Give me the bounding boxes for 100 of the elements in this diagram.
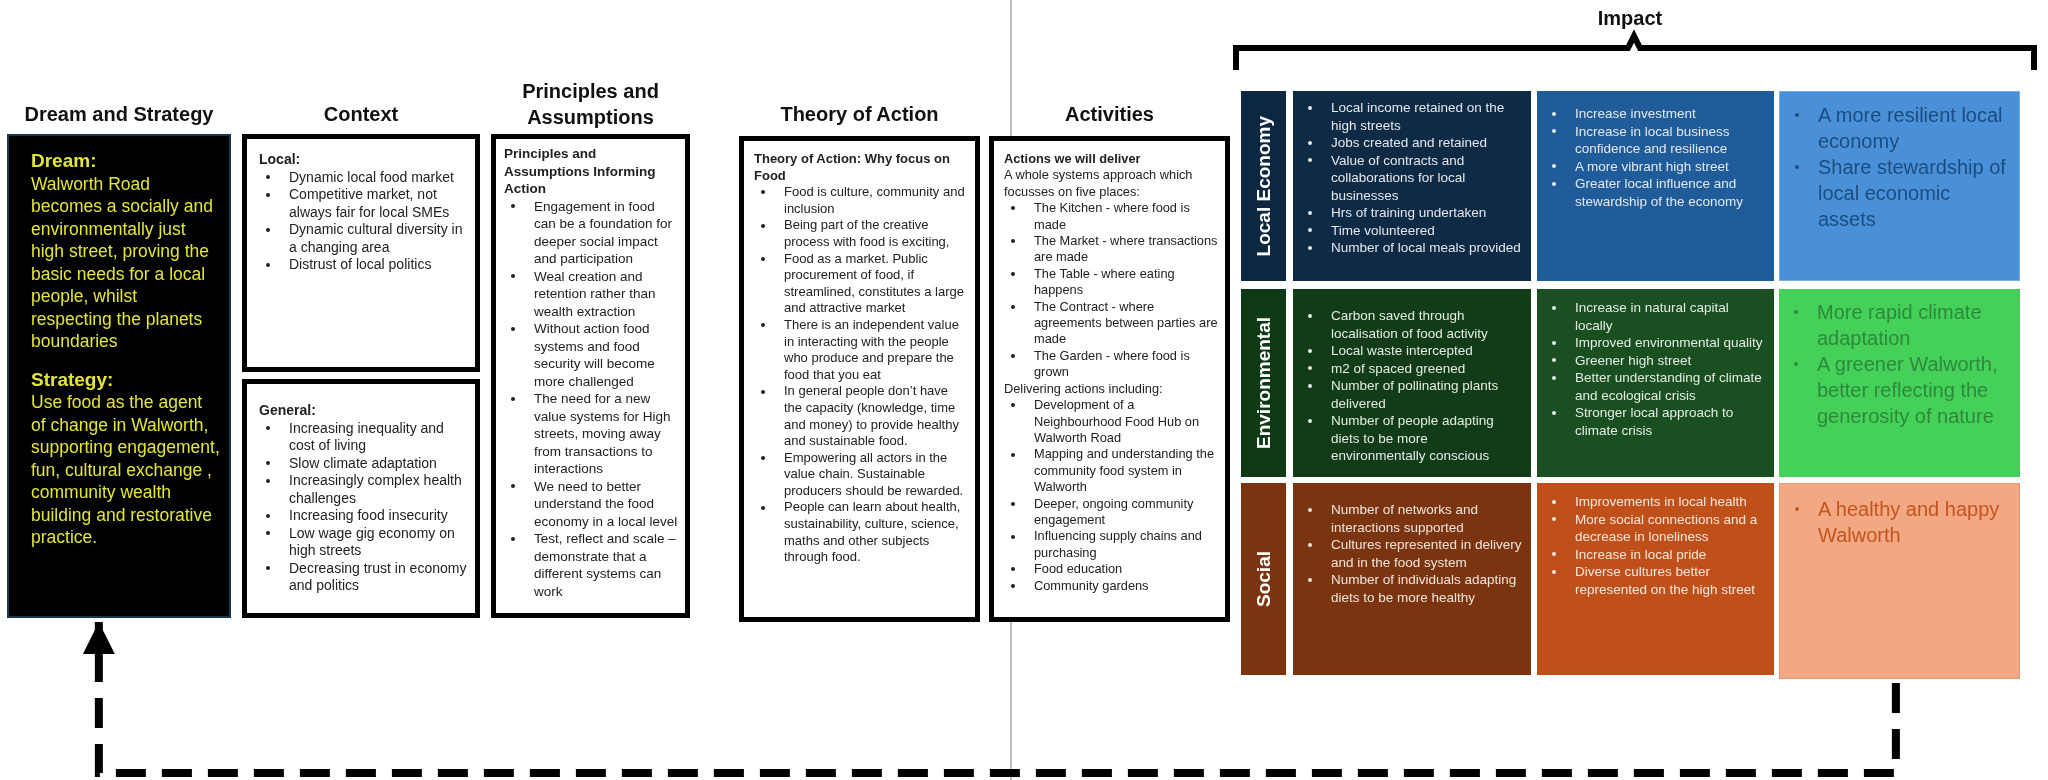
impact-cell [1293,289,1531,477]
text-box [989,136,1230,622]
bullet-item: A greener Walworth, better reflecting the generosity of nature [1817,353,1998,427]
bullet-item: Increasing food insecurity [289,507,448,523]
bullet-item: Increase investment [1575,106,1696,121]
bullet-item: People can learn about health, sustainability, culture, science, maths and other subjects through food. [784,499,961,565]
bullet-item: Dynamic cultural diversity in a changing area [289,221,463,255]
bullet-item: Influencing supply chains and purchasing [1034,528,1202,560]
bullet-item: The need for a new value systems for High streets, moving away from transactions to interactions [534,391,671,476]
bullet-item: Food education [1034,561,1123,577]
outcome-cell [1779,289,2020,477]
bullet-item: Weal creation and retention rather than wealth extraction [534,268,656,319]
bullet-item: A more resilient local economy [1818,104,2003,152]
dream-strategy-panel [7,134,231,618]
bullet-item: The Table - where eating happens [1034,265,1175,298]
bullet-item: Number of pollinating plants delivered [1331,378,1499,411]
bullet-item: Food as a market. Public procurement of food, if streamlined, constitutes a large and attractive market [784,250,964,316]
row-label: Local Economy [1255,115,1272,257]
row-label: Environmental [1255,317,1272,449]
bullet-item: Number of individuals adapting diets to be more healthy [1331,572,1517,605]
bullet-item: Test, reflect and scale – demonstrate that a different systems can work [534,531,676,599]
bullet-item: Number of people adapting diets to be more environmentally conscious [1331,413,1494,463]
bullet-item: Community gardens [1034,577,1149,593]
bullet-item: Value of contracts and collaborations for local businesses [1331,152,1466,203]
bullet-item: Mapping and understanding the community food system in Walworth [1034,446,1214,495]
column-heading: Principles and Assumptions [521,79,660,130]
box-heading: Dream: [31,150,97,171]
bullet-item: A more vibrant high street [1575,158,1729,174]
bullet-item: More rapid climate adaptation [1817,301,1982,349]
bullet-item: More social connections and a decrease in loneliness [1575,511,1758,544]
paragraph: Walworth Road becomes a socially and environmentally just high street, proving the basic needs for a local people, whilst respecting the planets boundaries [31,173,213,351]
outcome-cell [1779,483,2020,679]
impact-cell [1537,289,1774,477]
bullet-item: Local waste intercepted [1331,343,1473,358]
bullet-item: Share stewardship of local economic assets [1818,156,2006,230]
bullet-item: Increasing inequality and cost of living [289,419,444,453]
row-header-bar [1241,289,1286,477]
bullet-item: Better understanding of climate and ecological crisis [1575,370,1762,403]
bullet-item: We need to better understand the food economy in a local level [534,478,678,529]
bullet-item: The Market - where transactions are made [1034,233,1218,265]
bullet-item: The Contract - where agreements between parties are made [1034,298,1218,347]
impact-cell [1537,91,1774,281]
bullet-item: Local income retained on the high streets [1331,100,1505,133]
impact-cell [1293,483,1531,675]
column-heading: Theory of Action [779,102,940,127]
bullet-item: In general people don’t have the capacity (knowledge, time and money) to provide healthy and sustainable food. [784,383,959,449]
paragraph: Use food as the agent of change in Walworth, supporting engagement, fun, cultural exchange , community wealth building and restorative practice. [31,392,220,547]
box-heading: Strategy: [31,368,114,390]
impact-cell [1293,91,1531,281]
outcome-cell [1779,91,2020,281]
column-heading: Activities [1064,102,1155,127]
bullet-item: Time volunteered [1331,222,1435,238]
bullet-item: Greener high street [1575,352,1692,368]
text-box [739,136,980,622]
row-header-bar [1241,483,1286,675]
bullet-item: Stronger local approach to climate crisis [1575,405,1734,438]
impact-cell [1537,483,1774,675]
bullet-item: The Kitchen - where food is made [1034,200,1190,232]
bullet-item: A healthy and happy Walworth [1818,498,2000,546]
bullet-item: Competitive market, not always fair for local SMEs [289,186,450,220]
bullet-item: Dynamic local food market [289,168,454,185]
bullet-item: m2 of spaced greened [1331,360,1466,376]
text-box [242,134,480,372]
bullet-item: Distrust of local politics [289,256,432,272]
bullet-item: Hrs of training undertaken [1331,205,1487,220]
paragraph: Delivering actions including: [1004,380,1163,396]
bullet-item: Empowering all actors in the value chain. Sustainable producers should be rewarded. [784,449,964,498]
box-heading: General: [259,402,316,418]
bullet-item: Deeper, ongoing community engagement [1034,495,1194,527]
column-heading: Impact [1596,6,1664,31]
bullet-item: Increase in local business confidence and resilience [1575,123,1730,156]
text-box [491,134,690,618]
bullet-item: Low wage gig economy on high streets [289,524,455,558]
bullet-item: Decreasing trust in economy and politics [289,559,467,593]
text-box [242,379,480,618]
bullet-item: Slow climate adaptation [289,454,437,471]
bullet-item: Without action food systems and food security will become more challenged [534,321,655,389]
row-label: Social [1255,551,1272,607]
box-heading: Actions we will deliver [1004,151,1141,166]
bullet-item: Being part of the creative process with food is exciting, [784,217,950,249]
bullet-item: Jobs created and retained [1331,135,1488,150]
column-heading: Dream and Strategy [23,102,215,127]
bullet-item: Greater local influence and stewardship of the economy [1575,176,1744,209]
bullet-item: Development of a Neighbourhood Food Hub on Walworth Road [1034,397,1200,445]
bullet-item: Food is culture, community and inclusion [784,184,965,216]
bullet-item: There is an independent value in interacting with the people who produce and prepare the food that you eat [784,316,959,382]
bullet-item: Improved environmental quality [1575,335,1763,350]
bullet-item: Engagement in food can be a foundation for deeper social impact and participation [534,198,673,266]
bullet-item: Cultures represented in delivery and in the food system [1331,537,1522,570]
bullet-item: The Garden - where food is grown [1034,347,1190,380]
bullet-item: Increase in natural capital locally [1575,300,1729,333]
bullet-item: Carbon saved through localisation of food activity [1331,308,1488,341]
box-heading: Principles and Assumptions Informing Action [504,146,656,196]
row-header-bar [1241,91,1286,281]
box-heading: Local: [259,151,301,167]
paragraph: A whole systems approach which focusses on five places: [1004,167,1193,199]
bullet-item: Number of local meals provided [1331,240,1521,255]
box-heading: Theory of Action: Why focus on Food [754,151,950,183]
bullet-item: Increasingly complex health challenges [289,472,462,506]
column-heading: Context [322,102,400,127]
